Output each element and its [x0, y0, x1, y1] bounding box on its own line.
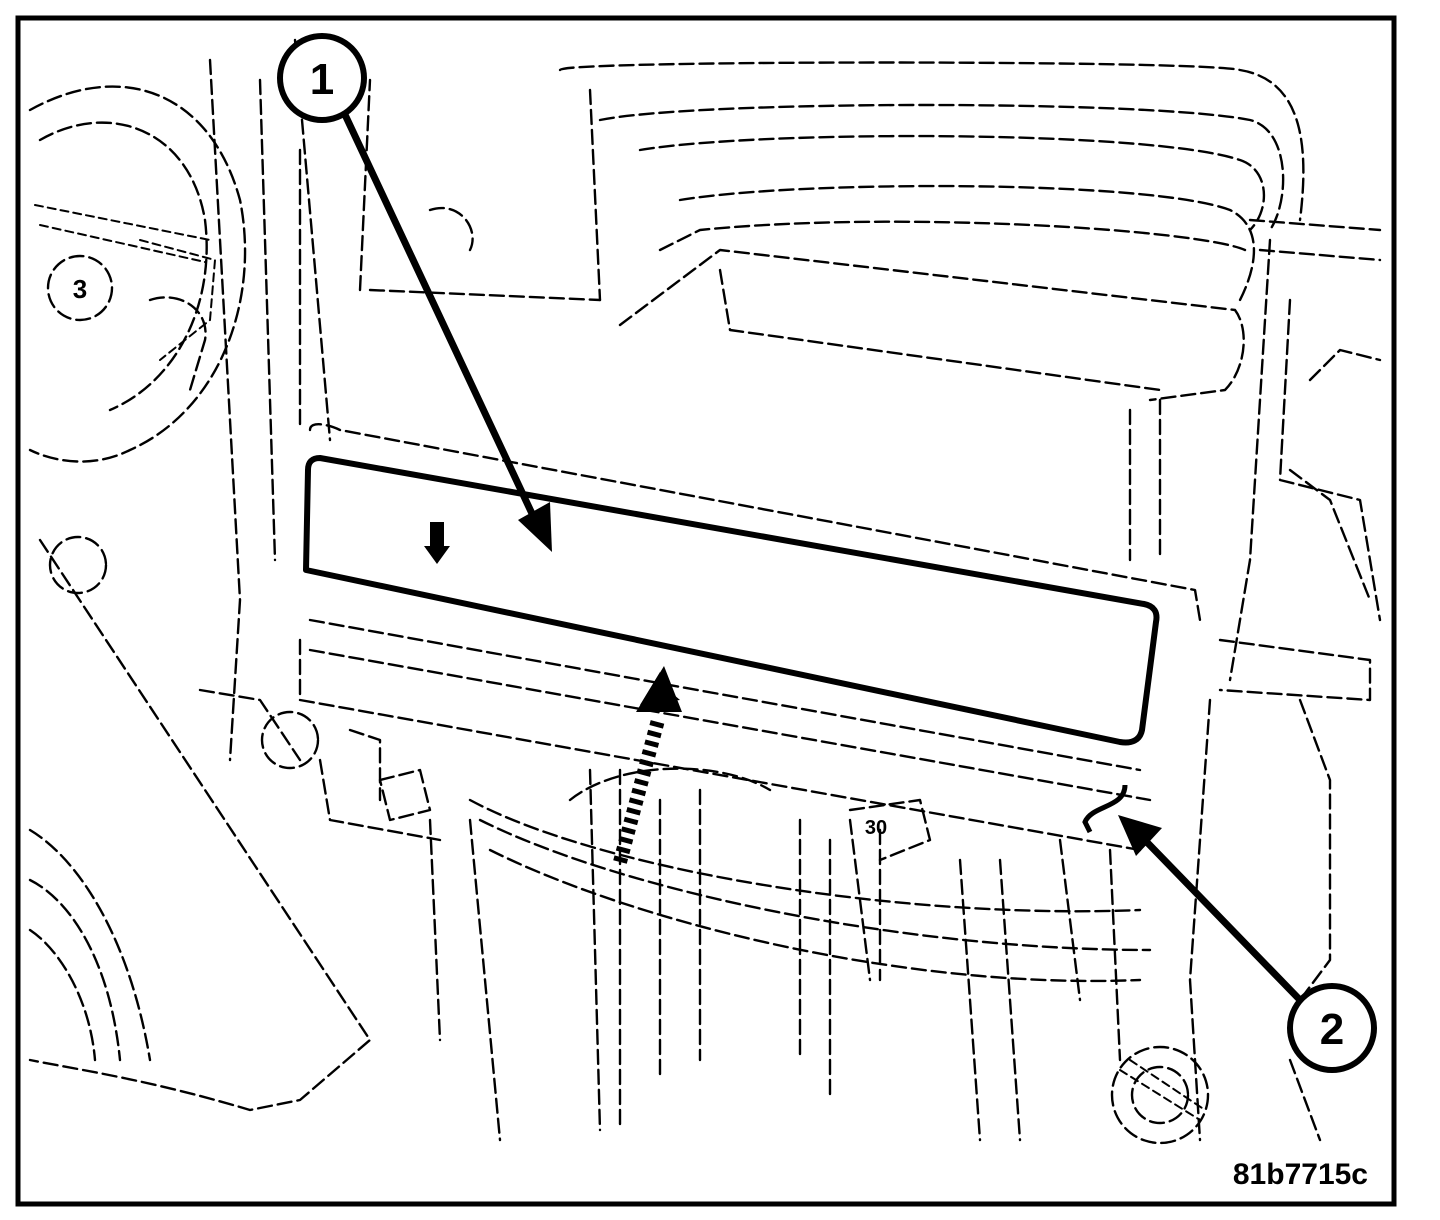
- callout-2-number: 2: [1320, 1005, 1344, 1054]
- callout-2: 2: [1118, 815, 1377, 1073]
- callout-1-leader: [336, 100, 539, 524]
- callout-2-circle: [1287, 983, 1377, 1073]
- filter-door-outline: [303, 455, 1160, 746]
- diagram-frame: [15, 15, 1397, 1207]
- callout-1-circle: [277, 33, 367, 123]
- part-marker-30: 30: [865, 817, 887, 839]
- callout-1-number: 1: [310, 55, 334, 104]
- part-marker-3: 3: [73, 274, 87, 304]
- callout-1: 1: [277, 33, 552, 552]
- background-line-art: [28, 38, 1382, 1145]
- push-down-arrow: [424, 522, 450, 564]
- callout-2-leader: [1136, 831, 1304, 1004]
- removal-direction-arrow: [613, 666, 682, 864]
- retaining-tab: [1082, 784, 1128, 834]
- figure-id-label: 81b7715c: [1233, 1158, 1368, 1191]
